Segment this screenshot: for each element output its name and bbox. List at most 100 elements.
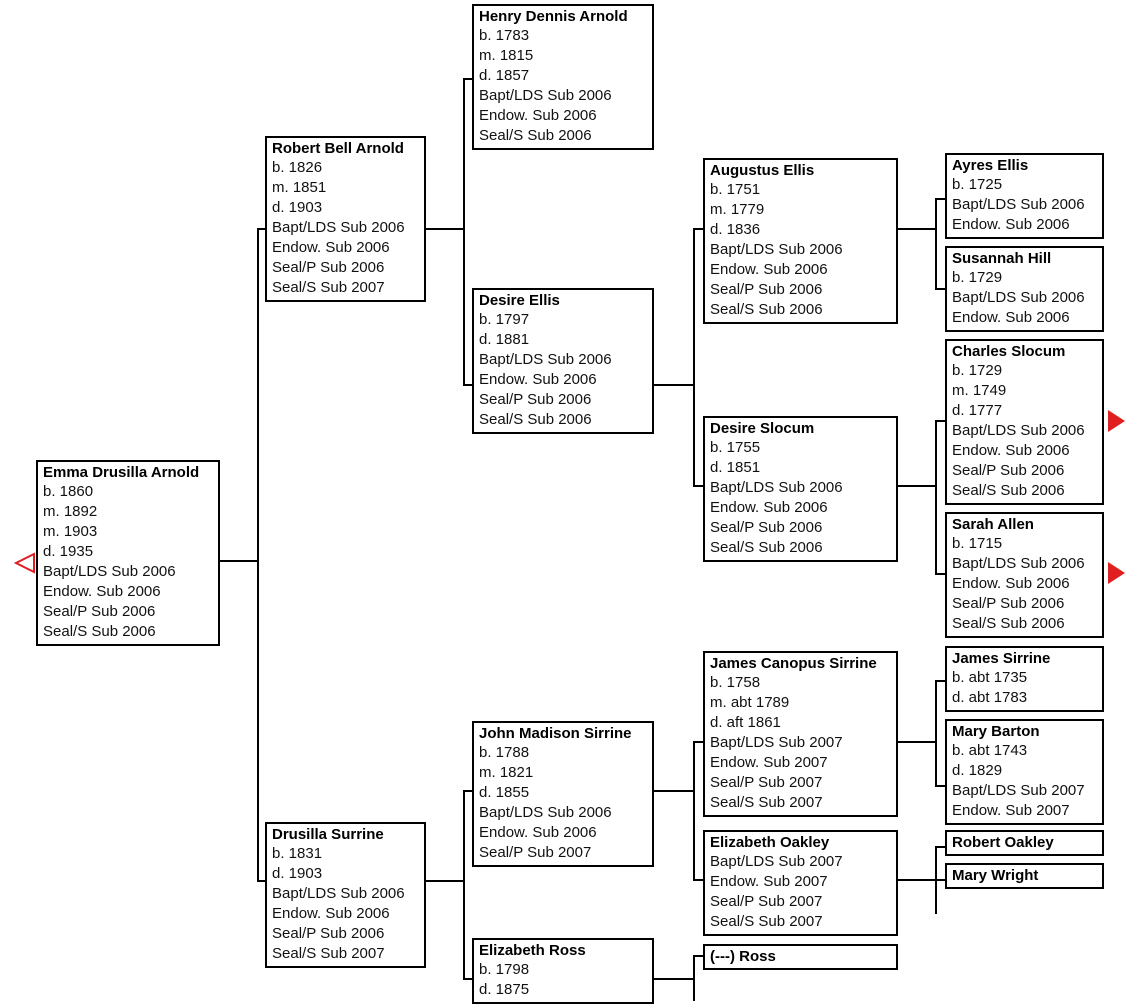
person-detail-line: Seal/S Sub 2006 (952, 482, 1065, 499)
connector-fm-stub (463, 384, 475, 386)
person-detail-line: Seal/S Sub 2007 (272, 279, 385, 296)
person-box-susannah-hill[interactable]: Susannah Hill b. 1729 Bapt/LDS Sub 2006 … (945, 246, 1104, 332)
person-detail-line: m. 1749 (952, 382, 1007, 399)
person-detail-line: m. 1821 (479, 764, 534, 781)
person-detail-line: b. 1729 (952, 269, 1003, 286)
connector-mf-out (654, 790, 695, 792)
person-detail-line: Seal/P Sub 2006 (710, 519, 823, 536)
person-box-james-sirrine[interactable]: James Sirrine b. abt 1735 d. abt 1783 (945, 646, 1104, 712)
person-box-paternal-grandfather[interactable]: Henry Dennis Arnold b. 1783 m. 1815 d. 1… (472, 4, 654, 150)
person-detail-line: Seal/S Sub 2006 (479, 411, 592, 428)
person-box-robert-oakley[interactable]: Robert Oakley (945, 830, 1104, 856)
person-detail-line: b. 1751 (710, 181, 761, 198)
person-name: James Canopus Sirrine (710, 655, 877, 672)
person-detail-line: Seal/P Sub 2006 (43, 603, 156, 620)
person-detail-line: Seal/P Sub 2006 (272, 259, 385, 276)
person-detail-line: b. 1798 (479, 961, 530, 978)
person-box-ayres-ellis[interactable]: Ayres Ellis b. 1725 Bapt/LDS Sub 2006 En… (945, 153, 1104, 239)
expand-ancestors-arrow-icon-sarah-allen[interactable] (1108, 562, 1125, 584)
person-detail-line: Bapt/LDS Sub 2006 (43, 563, 176, 580)
person-box-root[interactable]: Emma Drusilla Arnold b. 1860 m. 1892 m. … (36, 460, 220, 646)
person-box-mother[interactable]: Drusilla Surrine b. 1831 d. 1903 Bapt/LD… (265, 822, 426, 968)
person-detail-line: Endow. Sub 2006 (952, 216, 1070, 233)
person-detail-line: m. 1851 (272, 179, 327, 196)
person-detail-line: Endow. Sub 2006 (710, 499, 828, 516)
person-detail-line: Bapt/LDS Sub 2006 (272, 219, 405, 236)
person-detail-line: Seal/P Sub 2007 (479, 844, 592, 861)
person-box-unknown-ross[interactable]: (---) Ross (703, 944, 898, 970)
connector-mf-stub (463, 790, 475, 792)
person-detail-line: Bapt/LDS Sub 2006 (479, 804, 612, 821)
expand-ancestors-arrow-icon-charles-slocum[interactable] (1108, 410, 1125, 432)
person-detail-line: d. 1851 (710, 459, 761, 476)
person-box-father[interactable]: Robert Bell Arnold b. 1826 m. 1851 d. 19… (265, 136, 426, 302)
connector-father-out (425, 228, 465, 230)
person-detail-line: Seal/P Sub 2007 (710, 893, 823, 910)
person-detail-line: Bapt/LDS Sub 2006 (479, 87, 612, 104)
expand-descendants-arrow-icon[interactable] (14, 541, 35, 574)
person-detail-line: Seal/P Sub 2006 (272, 925, 385, 942)
person-box-charles-slocum[interactable]: Charles Slocum b. 1729 m. 1749 d. 1777 B… (945, 339, 1104, 505)
person-detail-line: Endow. Sub 2006 (43, 583, 161, 600)
person-detail-line: d. aft 1861 (710, 714, 781, 731)
connector-root-stub (219, 560, 259, 562)
person-detail-line: b. 1729 (952, 362, 1003, 379)
person-detail-line: Endow. Sub 2006 (272, 239, 390, 256)
person-detail-line: Bapt/LDS Sub 2006 (479, 351, 612, 368)
person-detail-line: Endow. Sub 2006 (479, 371, 597, 388)
person-box-maternal-grandmother[interactable]: Elizabeth Ross b. 1798 d. 1875 (472, 938, 654, 1004)
person-detail-line: b. 1860 (43, 483, 94, 500)
person-detail-line: Seal/P Sub 2007 (710, 774, 823, 791)
person-box-elizabeth-oakley[interactable]: Elizabeth Oakley Bapt/LDS Sub 2007 Endow… (703, 830, 898, 936)
connector-fmm-out (897, 485, 937, 487)
person-detail-line: b. 1797 (479, 311, 530, 328)
connector-mff-stub (693, 741, 705, 743)
person-detail-line: d. 1836 (710, 221, 761, 238)
person-name: Mary Wright (952, 867, 1039, 884)
person-box-james-canopus-sirrine[interactable]: James Canopus Sirrine b. 1758 m. abt 178… (703, 651, 898, 817)
connector-mffm-stub (935, 785, 947, 787)
person-name: Susannah Hill (952, 250, 1052, 267)
person-name: Henry Dennis Arnold (479, 8, 628, 25)
person-detail-line: d. 1903 (272, 199, 323, 216)
person-detail-line: Bapt/LDS Sub 2006 (952, 289, 1085, 306)
person-box-sarah-allen[interactable]: Sarah Allen b. 1715 Bapt/LDS Sub 2006 En… (945, 512, 1104, 638)
person-detail-line: Endow. Sub 2006 (952, 309, 1070, 326)
person-box-maternal-grandfather[interactable]: John Madison Sirrine b. 1788 m. 1821 d. … (472, 721, 654, 867)
person-detail-line: Seal/S Sub 2006 (710, 539, 823, 556)
person-box-paternal-grandmother[interactable]: Desire Ellis b. 1797 d. 1881 Bapt/LDS Su… (472, 288, 654, 434)
person-detail-line: b. 1755 (710, 439, 761, 456)
person-detail-line: d. 1857 (479, 67, 530, 84)
person-detail-line: Seal/S Sub 2007 (710, 913, 823, 930)
person-name: Desire Ellis (479, 292, 560, 309)
connector-fmm-stub (693, 485, 705, 487)
person-name: Charles Slocum (952, 343, 1066, 360)
person-box-augustus-ellis[interactable]: Augustus Ellis b. 1751 m. 1779 d. 1836 B… (703, 158, 898, 324)
person-detail-line: Seal/P Sub 2006 (479, 391, 592, 408)
person-detail-line: Bapt/LDS Sub 2007 (952, 782, 1085, 799)
person-box-desire-slocum[interactable]: Desire Slocum b. 1755 d. 1851 Bapt/LDS S… (703, 416, 898, 562)
connector-mother-stub (257, 880, 269, 882)
person-name: Desire Slocum (710, 420, 815, 437)
connector-mff-parents-spine (935, 680, 937, 787)
connector-mm-stub (463, 978, 475, 980)
connector-mmf-stub (693, 955, 705, 957)
connector-fmf-parents-spine (935, 198, 937, 290)
person-box-mary-wright[interactable]: Mary Wright (945, 863, 1104, 889)
person-detail-line: m. 1903 (43, 523, 98, 540)
person-detail-line: Seal/S Sub 2006 (710, 301, 823, 318)
connector-mff-out (897, 741, 937, 743)
connector-root-spine (257, 228, 259, 882)
person-name: Robert Oakley (952, 834, 1054, 851)
person-detail-line: m. 1779 (710, 201, 765, 218)
person-detail-line: m. 1892 (43, 503, 98, 520)
connector-fmfm-stub (935, 288, 947, 290)
person-detail-line: b. 1758 (710, 674, 761, 691)
person-detail-line: Seal/P Sub 2006 (710, 281, 823, 298)
person-detail-line: d. abt 1783 (952, 689, 1028, 706)
person-detail-line: b. 1783 (479, 27, 530, 44)
person-box-mary-barton[interactable]: Mary Barton b. abt 1743 d. 1829 Bapt/LDS… (945, 719, 1104, 825)
connector-mfmm-stub (935, 879, 947, 881)
person-detail-line: Seal/P Sub 2006 (952, 462, 1065, 479)
connector-father-stub (257, 228, 269, 230)
